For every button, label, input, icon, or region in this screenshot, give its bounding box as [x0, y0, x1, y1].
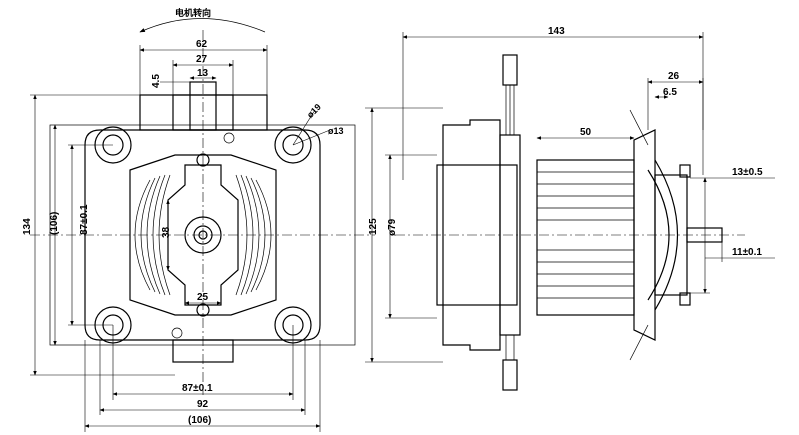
dim-stack-length: 50	[580, 127, 592, 138]
side-view: 143 26 6.5 50 125 ø79 13±0.5 11±0.1	[365, 26, 775, 391]
terminal-top	[502, 54, 518, 136]
dim-hole-outer: ø19	[305, 102, 323, 120]
dim-top-inner: 27	[196, 54, 208, 65]
dim-height-total: 134	[22, 218, 33, 235]
dim-top-width: 62	[196, 39, 208, 50]
dim-body-width: 92	[197, 399, 209, 410]
dim-shaft-dia: 13±0.5	[732, 167, 763, 178]
dim-width-ref: (106)	[188, 415, 211, 426]
dim-center-gap: 38	[161, 226, 172, 238]
dim-hole-spacing-h: 87±0.1	[182, 383, 213, 394]
corner-hole-top-right	[274, 126, 312, 164]
front-view: 电机转向 62 27 13 4.5 ø19 ø13 134 (106)	[22, 7, 375, 432]
dim-hole-inner: ø13	[328, 126, 344, 136]
dim-shaft-flat: 13	[197, 68, 209, 79]
terminal-bottom	[502, 334, 518, 391]
lamination-lines	[537, 171, 634, 299]
dim-flat-depth: 4.5	[151, 74, 162, 88]
dim-hole-spacing-v: 87±0.1	[79, 204, 90, 235]
dim-diameter: ø79	[387, 218, 398, 236]
dim-flange-step: 6.5	[663, 87, 677, 98]
dim-bottom-slot: 25	[197, 292, 209, 303]
rotation-label: 电机转向	[175, 7, 211, 18]
dim-shaft-len: 11±0.1	[732, 247, 762, 258]
dim-total-length: 143	[548, 26, 565, 37]
dim-height: 125	[368, 218, 379, 235]
dim-flange-depth: 26	[668, 71, 680, 82]
dim-height-ref: (106)	[49, 212, 60, 235]
